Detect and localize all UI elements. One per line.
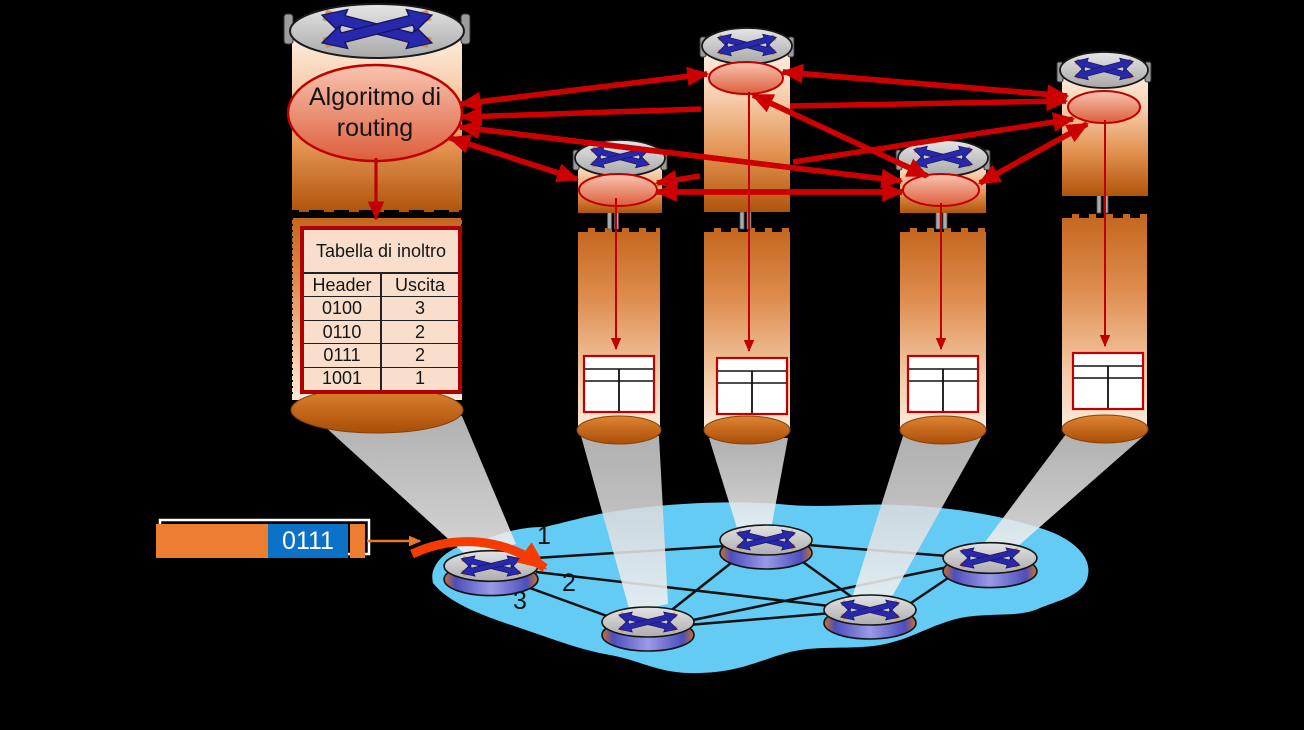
routing-message-arrows bbox=[447, 63, 1089, 202]
algorithm-to-table-arrows bbox=[367, 92, 1111, 352]
forwarding-path-arrow bbox=[410, 537, 548, 572]
routing-algorithm-ellipse-small bbox=[902, 173, 980, 207]
packet-header-field bbox=[268, 524, 348, 558]
funnel bbox=[976, 434, 1146, 554]
projection-funnels bbox=[322, 416, 1146, 612]
column-header: Uscita bbox=[380, 274, 458, 297]
table-row: 0110 2 bbox=[304, 320, 458, 345]
column-rim bbox=[576, 415, 662, 445]
packet-header-value: 0111 bbox=[282, 526, 334, 555]
table-row: 1001 1 bbox=[304, 367, 458, 391]
mesh-arrow bbox=[780, 63, 1068, 99]
port-label-3: 3 bbox=[513, 587, 527, 615]
header-cell: 0100 bbox=[321, 298, 363, 319]
mesh-arrow bbox=[792, 112, 1076, 165]
routing-algorithm-label: Algoritmo di routing bbox=[309, 83, 441, 142]
header-cell: 0110 bbox=[322, 321, 362, 342]
routing-algorithm-ellipse-small bbox=[578, 173, 658, 207]
routing-algorithm-ellipse-small bbox=[1067, 90, 1141, 124]
header-cell: 0111 bbox=[323, 344, 361, 365]
table-row: 0100 3 bbox=[304, 297, 458, 321]
funnel bbox=[851, 436, 982, 601]
forwarding-table-title: Tabella di inoltro bbox=[304, 230, 458, 274]
column-header: Header bbox=[312, 274, 372, 295]
mesh-arrow bbox=[447, 134, 578, 182]
column-rim bbox=[899, 415, 987, 445]
port-label-1: 1 bbox=[537, 522, 551, 550]
cloud-router-3 bbox=[720, 525, 812, 569]
column-rim bbox=[703, 415, 791, 445]
cloud-router-5 bbox=[943, 543, 1037, 588]
mesh-arrow bbox=[751, 92, 929, 179]
port-label-2: 2 bbox=[562, 569, 576, 597]
packet-tail bbox=[350, 524, 365, 558]
column-rim bbox=[1061, 414, 1149, 444]
forwarding-table: Tabella di inoltro Header Uscita 0100 3 … bbox=[300, 226, 462, 394]
link bbox=[692, 565, 949, 622]
mini-forwarding-table bbox=[582, 354, 656, 414]
uscita-cell: 1 bbox=[380, 367, 458, 391]
mesh-arrow bbox=[654, 170, 701, 190]
mesh-arrow bbox=[457, 119, 902, 184]
table-row: 0111 2 bbox=[304, 344, 458, 368]
funnel-main-router bbox=[322, 416, 516, 557]
mini-forwarding-table bbox=[715, 356, 789, 416]
mesh-arrow bbox=[789, 91, 1069, 112]
forwarding-table-header-row: Header Uscita bbox=[304, 274, 458, 298]
link bbox=[687, 611, 833, 627]
cloud-router-2 bbox=[602, 607, 694, 651]
cloud-router-4 bbox=[824, 595, 916, 639]
uscita-cell: 2 bbox=[380, 344, 458, 367]
uscita-cell: 2 bbox=[380, 320, 458, 344]
routing-algorithm-ellipse-small bbox=[708, 61, 784, 95]
packet bbox=[156, 518, 422, 558]
mesh-arrow bbox=[459, 106, 702, 127]
packet-payload bbox=[156, 524, 268, 558]
mini-forwarding-table bbox=[906, 354, 980, 414]
mesh-arrow bbox=[978, 121, 1089, 186]
funnel bbox=[709, 438, 788, 528]
network-cloud bbox=[432, 502, 1089, 674]
mesh-arrow bbox=[458, 71, 708, 112]
uscita-cell: 3 bbox=[380, 297, 458, 320]
funnel bbox=[581, 436, 668, 612]
mini-forwarding-table bbox=[1071, 351, 1145, 411]
connector-pins bbox=[607, 194, 1109, 230]
header-cell: 1001 bbox=[321, 368, 363, 389]
